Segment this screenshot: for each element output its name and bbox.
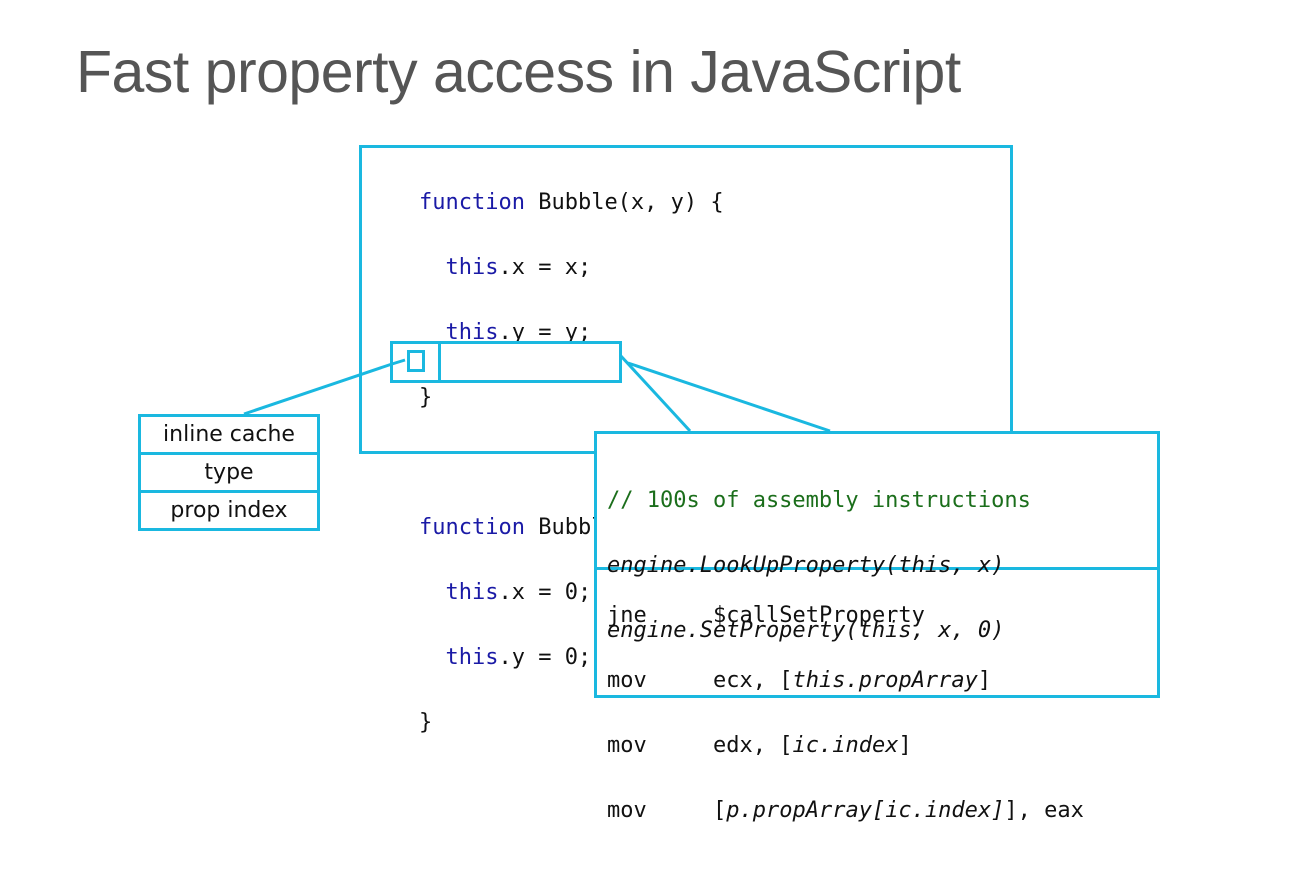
asm-row: mov[p.propArray[ic.index]], eax [607,797,1084,823]
inline-cache-table: inline cache type prop index [138,414,320,531]
connector-to-assembly-right [627,361,831,433]
cache-field-prop-index: prop index [138,490,320,531]
lookup-call: engine.LookUpProperty(this, x) [607,552,1005,578]
cache-field-type: type [138,452,320,493]
code-line-3: this.y = y; [445,319,592,345]
code-line-8: this.y = 0; [445,644,592,670]
connector-lines [243,353,831,433]
code-line-2: this.x = x; [445,254,592,280]
slide-title: Fast property access in JavaScript [76,39,961,105]
inline-cache-marker [407,350,425,372]
code-line-9: } [419,709,433,735]
assembly-box: // 100s of assembly instructions engine.… [594,431,1160,823]
connector-to-assembly [618,353,692,433]
cache-field-inline-cache: inline cache [138,414,320,455]
highlight-divider [438,341,441,383]
assembly-comment: // 100s of assembly instructions [607,487,1031,513]
connector-to-cache-table [243,358,406,416]
code-line-7: this.x = 0; [445,579,592,605]
highlighted-statement-box [390,341,622,383]
slow-path-section: // 100s of assembly instructions engine.… [597,434,1157,643]
code-line-1: function Bubble(x, y) { [419,189,724,215]
asm-row: jne$callSetProperty [607,602,925,628]
set-call: engine.SetProperty(this, x, 0) [607,617,1005,643]
code-line-4: } [419,384,433,410]
